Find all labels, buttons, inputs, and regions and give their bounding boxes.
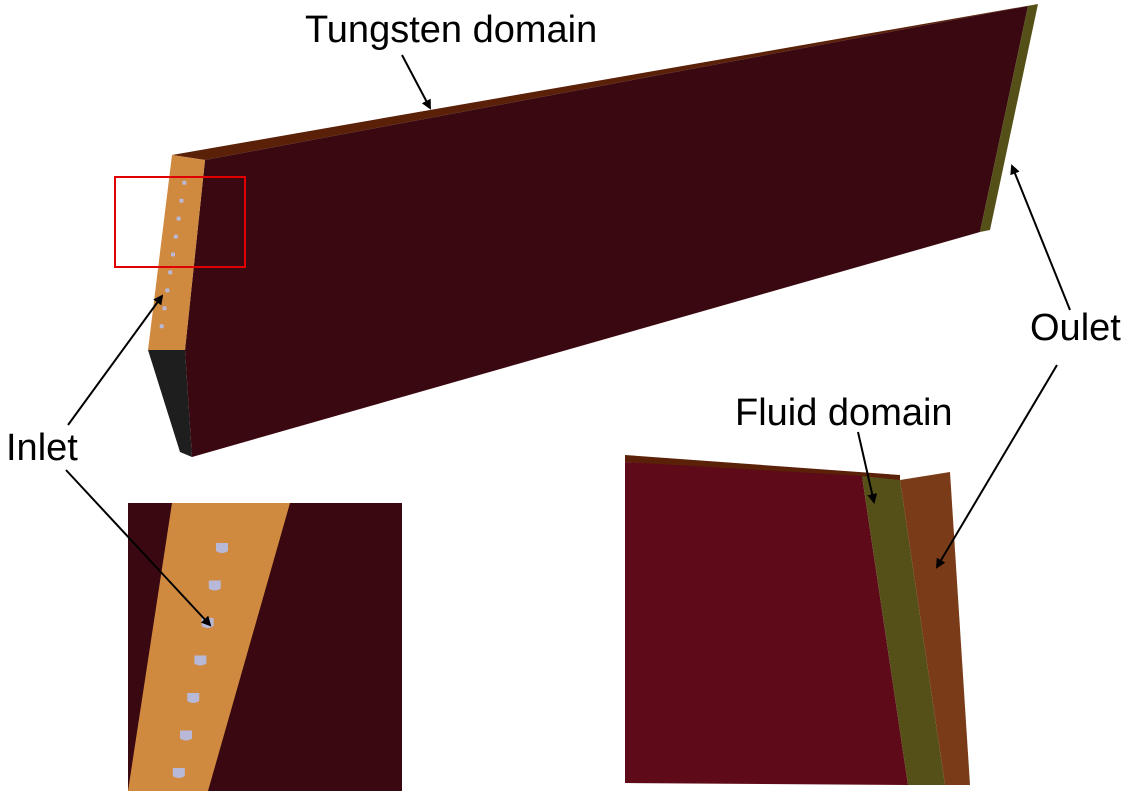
slab-bottom-face [148, 350, 192, 457]
outlet-detail [625, 455, 970, 785]
arrow-inlet-main [67, 294, 164, 426]
zoom-highlight-box [114, 176, 246, 268]
zoom-inlet-hole [216, 543, 228, 553]
zoom-inlet-hole [187, 693, 200, 703]
inlet-hole [162, 306, 167, 311]
inlet-hole [171, 252, 175, 257]
inlet-hole [159, 324, 164, 329]
outlet-strip [980, 4, 1038, 232]
arrow-outlet-detail [935, 364, 1058, 569]
inlet-hole [182, 180, 187, 185]
annotation-arrows [65, 54, 1071, 627]
main-slab [148, 4, 1038, 457]
label-inlet: Inlet [6, 427, 78, 469]
arrow-tungsten [401, 54, 431, 110]
inlet-hole [176, 216, 181, 221]
zoom-inlet-hole [208, 580, 221, 591]
detail-tungsten-face [625, 462, 908, 785]
slab-top-face [172, 4, 1038, 160]
inlet-hole [168, 270, 173, 275]
tungsten-front-face [185, 6, 1028, 457]
zoom-inlet-hole [180, 730, 192, 741]
inlet-hole [165, 288, 170, 293]
arrow-fluid [857, 431, 878, 504]
zoom-inlet-face [128, 503, 290, 791]
detail-outlet-face [900, 472, 970, 785]
inlet-holes [159, 180, 187, 329]
zoom-inlet-hole [172, 768, 185, 778]
label-outlet: Oulet [1030, 307, 1121, 349]
arrow-outlet-main [1010, 164, 1071, 311]
label-tungsten-domain: Tungsten domain [305, 9, 597, 51]
zoom-inlet-holes [172, 543, 228, 778]
arrow-inlet-zoom [65, 469, 212, 627]
zoom-inlet-hole [194, 655, 207, 666]
inlet-zoom-inset [128, 503, 402, 791]
detail-fluid-face [862, 476, 945, 785]
label-fluid-domain: Fluid domain [735, 392, 953, 434]
inlet-hole [173, 234, 178, 239]
inlet-hole [179, 198, 184, 203]
